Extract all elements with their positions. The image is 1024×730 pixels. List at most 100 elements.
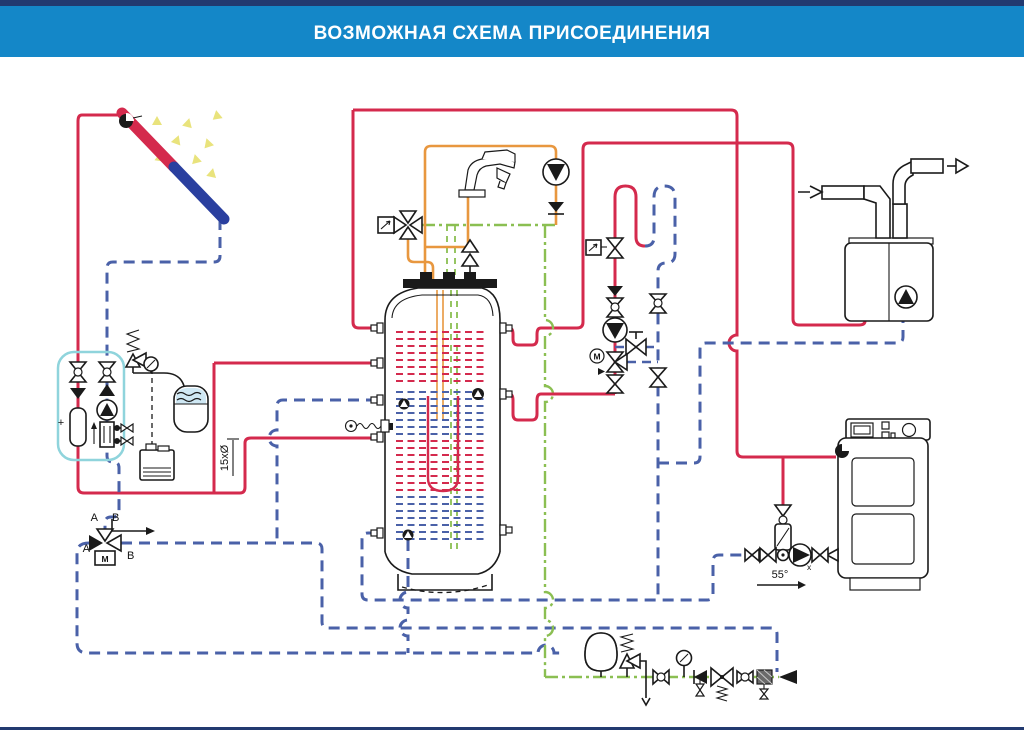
tank-upper-feed-pipe: [212, 361, 377, 493]
dhw-recirc-pump-icon: [542, 158, 570, 215]
tank-top-plate: [403, 279, 497, 288]
upper-door: [851, 457, 915, 507]
pipe-dim-label: 15xØ: [219, 444, 231, 471]
check-valve-icon: [773, 504, 793, 518]
direction-arrow: [111, 519, 146, 532]
dhw-mixing-valve: [377, 210, 423, 240]
flow-arrow-icon: [91, 422, 97, 444]
header-top-strip: [0, 0, 1024, 6]
tank-bottom: [384, 551, 501, 575]
heating-pump-icon: [602, 317, 628, 343]
vessel-pipe: [163, 372, 185, 387]
ball-valve-icon: [605, 374, 625, 394]
small-expansion-vessel-icon: [584, 632, 618, 677]
expansion-vessel-icon: [173, 385, 209, 433]
solar-pump-station: +: [56, 329, 209, 481]
heating-return-to-tank: [267, 398, 377, 543]
footer-strip: [0, 727, 1024, 730]
boiler-return-run: [360, 531, 745, 602]
motor-actuator: [94, 550, 116, 566]
water-inlet-arrow-icon: [779, 670, 797, 684]
tank-skirt-dash: [401, 584, 489, 594]
bottom-return-run-a: [75, 541, 560, 655]
diverting-valve-ab: M A B A B: [83, 512, 155, 566]
check-valve-icon: [70, 388, 86, 399]
check-valve-icon: [548, 202, 564, 212]
port-label-b: B: [127, 550, 134, 562]
pump-mark: x: [807, 562, 812, 572]
safety-valve-icon: [618, 633, 651, 707]
dhw-recirc-loop: [423, 144, 558, 279]
ball-valve-icon: [605, 297, 625, 318]
tank-drain-pipe: [398, 540, 410, 653]
wall-boiler-supply-pipe: [507, 141, 867, 347]
cold-water-tank-drops: [446, 225, 456, 279]
solar-return-pipe: [103, 219, 222, 529]
motor-label: M: [593, 352, 600, 362]
tank-top-feed-pipe: [351, 110, 377, 330]
ball-valve-icon: [68, 361, 88, 383]
pressure-gauge-icon: [143, 356, 159, 373]
tank-coil-blue-upper: [396, 391, 488, 435]
lower-door: [851, 513, 915, 565]
pressure-reducer-icon: [710, 666, 734, 702]
page-title: ВОЗМОЖНАЯ СХЕМА ПРИСОЕДИНЕНИЯ: [314, 23, 711, 44]
solar-pump-icon: [96, 399, 118, 421]
filter-icon: [756, 669, 773, 700]
drain-valve-icon: [694, 677, 706, 697]
thermostatic-valve-icon: [585, 237, 625, 259]
loading-pump-icon: x: [788, 543, 812, 572]
heating-pump-group: M: [585, 237, 668, 394]
flowmeter: [99, 421, 134, 448]
header-band: [0, 6, 1024, 57]
faucet-branch: [425, 196, 470, 249]
check-valve-icon: [99, 384, 115, 396]
sun-rays: [152, 110, 223, 178]
collector-cold-half: [168, 161, 230, 225]
tank-air-vent-icon: [460, 238, 480, 279]
mixing-valve-m-icon: M: [589, 348, 628, 375]
air-vent-icon: [835, 443, 850, 458]
anticondensation-valve-group: x 55°: [744, 504, 829, 589]
cold-water-inlet-group: [584, 632, 797, 707]
buffer-tank: [344, 238, 513, 594]
air-intake-pipe: [821, 185, 865, 200]
drain-connection-icon: [825, 547, 839, 563]
heating-supply-pipe: [507, 392, 615, 422]
pressure-gauge-icon: [675, 649, 693, 677]
tank-coil-red-upper: [396, 331, 488, 382]
intake-arrow-icon: [798, 185, 824, 199]
balancing-valve-icon: [625, 331, 647, 357]
ball-valve-icon: [97, 361, 117, 383]
flow-cylinder: [69, 407, 87, 447]
ball-valve-icon: [736, 669, 754, 685]
temp-setting-label: 55°: [772, 569, 789, 581]
temp-sensor-icon: [344, 419, 393, 433]
mixed-water-drop: [406, 239, 435, 279]
drain-canister-icon: [139, 443, 175, 481]
tank-ports: [370, 322, 513, 541]
heat-trap-and-riser-blue: [644, 184, 677, 600]
tank-coil-blue-lower: [396, 496, 488, 540]
cold-water-riser: [543, 225, 555, 677]
bottom-return-run-b: [121, 541, 779, 672]
wall-boiler: [798, 157, 970, 322]
faucet-icon: [458, 149, 516, 198]
ball-valve-icon: [652, 668, 670, 686]
dhw-in-tank: [436, 290, 444, 420]
solar-collector: [116, 107, 230, 225]
heat-trap-red: [613, 184, 646, 262]
pipe-dimension: 15xØ: [219, 438, 239, 476]
tank-coil-red-lower: [396, 440, 488, 491]
tank-skirt: [397, 574, 493, 591]
port-label-a-top: A: [91, 512, 99, 524]
floor-boiler: [825, 418, 931, 591]
pump-station-outline: [56, 350, 126, 462]
boiler-pump-icon: [894, 285, 918, 309]
tank-inner-u-pipe: [426, 396, 460, 493]
air-vent-icon: [119, 113, 143, 128]
flue-pipe: [892, 203, 908, 239]
port-label-a: A: [83, 543, 91, 555]
